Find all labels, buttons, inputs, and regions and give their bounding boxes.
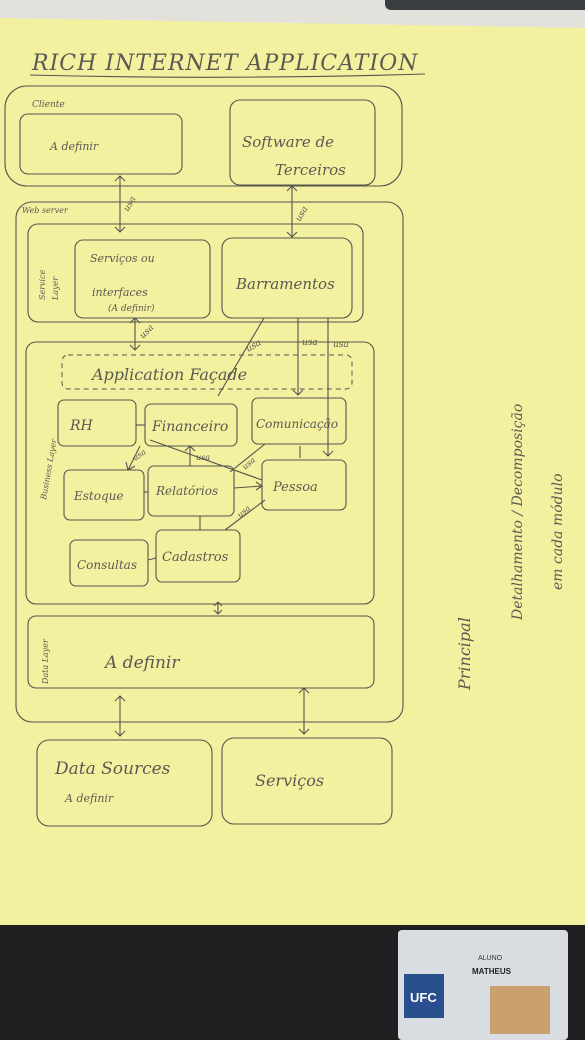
data-sources-arrow [114, 695, 126, 737]
client-box-a-text: A definir [49, 140, 99, 153]
facade-box [61, 354, 353, 390]
barramento-line-3 [322, 318, 334, 457]
service-box-a [74, 239, 211, 319]
conn-cad-pes [224, 499, 266, 531]
badge-role: ALUNO [478, 955, 503, 962]
module-cadastros [155, 529, 241, 583]
client-box-a [19, 113, 183, 175]
service-box-b-text: Barramentos [235, 275, 335, 293]
badge-photo [490, 986, 550, 1034]
client-box-b [229, 99, 376, 186]
module-financeiro-text: Financeiro [151, 419, 228, 435]
web-server-label: Web server [22, 206, 69, 215]
servicos-box [221, 737, 393, 825]
module-comunicacao [251, 397, 347, 445]
client-container [4, 85, 403, 187]
data-sources-box [36, 739, 213, 827]
module-relatorios [147, 465, 235, 517]
module-consultas-text: Consultas [77, 558, 137, 572]
data-servicos-arrow [298, 687, 310, 735]
student-badge: UFC ALUNO MATHEUS [398, 930, 568, 1040]
barramento-line-1 [217, 317, 265, 397]
title-underline [29, 73, 426, 78]
badge-logo-block [404, 974, 444, 1018]
uses-label-6: usa [333, 340, 349, 350]
data-sources-line2: A definir [64, 792, 114, 805]
conn-rel-pes [233, 481, 263, 491]
service-layer-label-1: Service [38, 269, 47, 300]
service-box-a-line1: Serviços ou [90, 252, 155, 265]
badge-name: MATHEUS [472, 967, 512, 976]
client-arrow-right [286, 185, 298, 238]
conn-fin-est [125, 445, 141, 471]
uses-label-7: usa [196, 453, 210, 462]
module-pessoa [261, 459, 347, 511]
uses-label-5: usa [302, 338, 318, 348]
data-sources-line1: Data Sources [54, 759, 171, 779]
facade-text: Application Façade [90, 365, 247, 384]
module-pessoa-text: Pessoa [272, 480, 318, 495]
service-layer-container [27, 223, 364, 323]
service-box-a-line2: interfaces [92, 286, 148, 299]
conn-cons-cad [147, 557, 157, 561]
servicos-text: Serviços [255, 771, 324, 790]
module-rh-text: RH [69, 418, 94, 434]
badge-brand: UFC [410, 990, 437, 1005]
conn-fin-pes [149, 439, 263, 481]
conn-rel-com [229, 443, 266, 473]
client-box-b-line2: Terceiros [275, 161, 346, 179]
side-note-modulo: em cada módulo [550, 473, 566, 590]
conn-fin-rel [184, 445, 196, 466]
module-relatorios-text: Relatórios [155, 484, 218, 498]
client-arrow-left [114, 175, 126, 233]
diagram-title: RICH INTERNET APPLICATION [31, 51, 418, 76]
data-layer-label: Data Layer [41, 638, 50, 685]
laptop-edge [385, 0, 585, 10]
service-box-a-line3: (A definir) [108, 303, 155, 314]
client-box-b-line1: Software de [242, 133, 334, 151]
yellow-paper [0, 18, 585, 925]
module-estoque-text: Estoque [73, 489, 123, 503]
side-note-principal: Principal [455, 617, 474, 691]
service-box-b [221, 237, 353, 319]
module-cadastros-text: Cadastros [162, 550, 229, 565]
data-layer-text: A definir [103, 653, 180, 673]
module-comunicacao-text: Comunicação [256, 417, 338, 431]
side-note-detalhamento: Detalhamento / Decomposição [510, 404, 526, 621]
web-server-container [15, 201, 404, 723]
module-rh [57, 399, 137, 447]
module-consultas [69, 539, 149, 587]
service-layer-label-2: Layer [51, 276, 60, 301]
service-business-arrow [129, 317, 141, 351]
client-label: Cliente [32, 100, 65, 110]
module-estoque [63, 469, 145, 521]
data-layer-container [27, 615, 375, 689]
barramento-line-2 [292, 318, 304, 396]
business-layer-container [25, 341, 375, 605]
business-data-arrow [213, 601, 223, 615]
